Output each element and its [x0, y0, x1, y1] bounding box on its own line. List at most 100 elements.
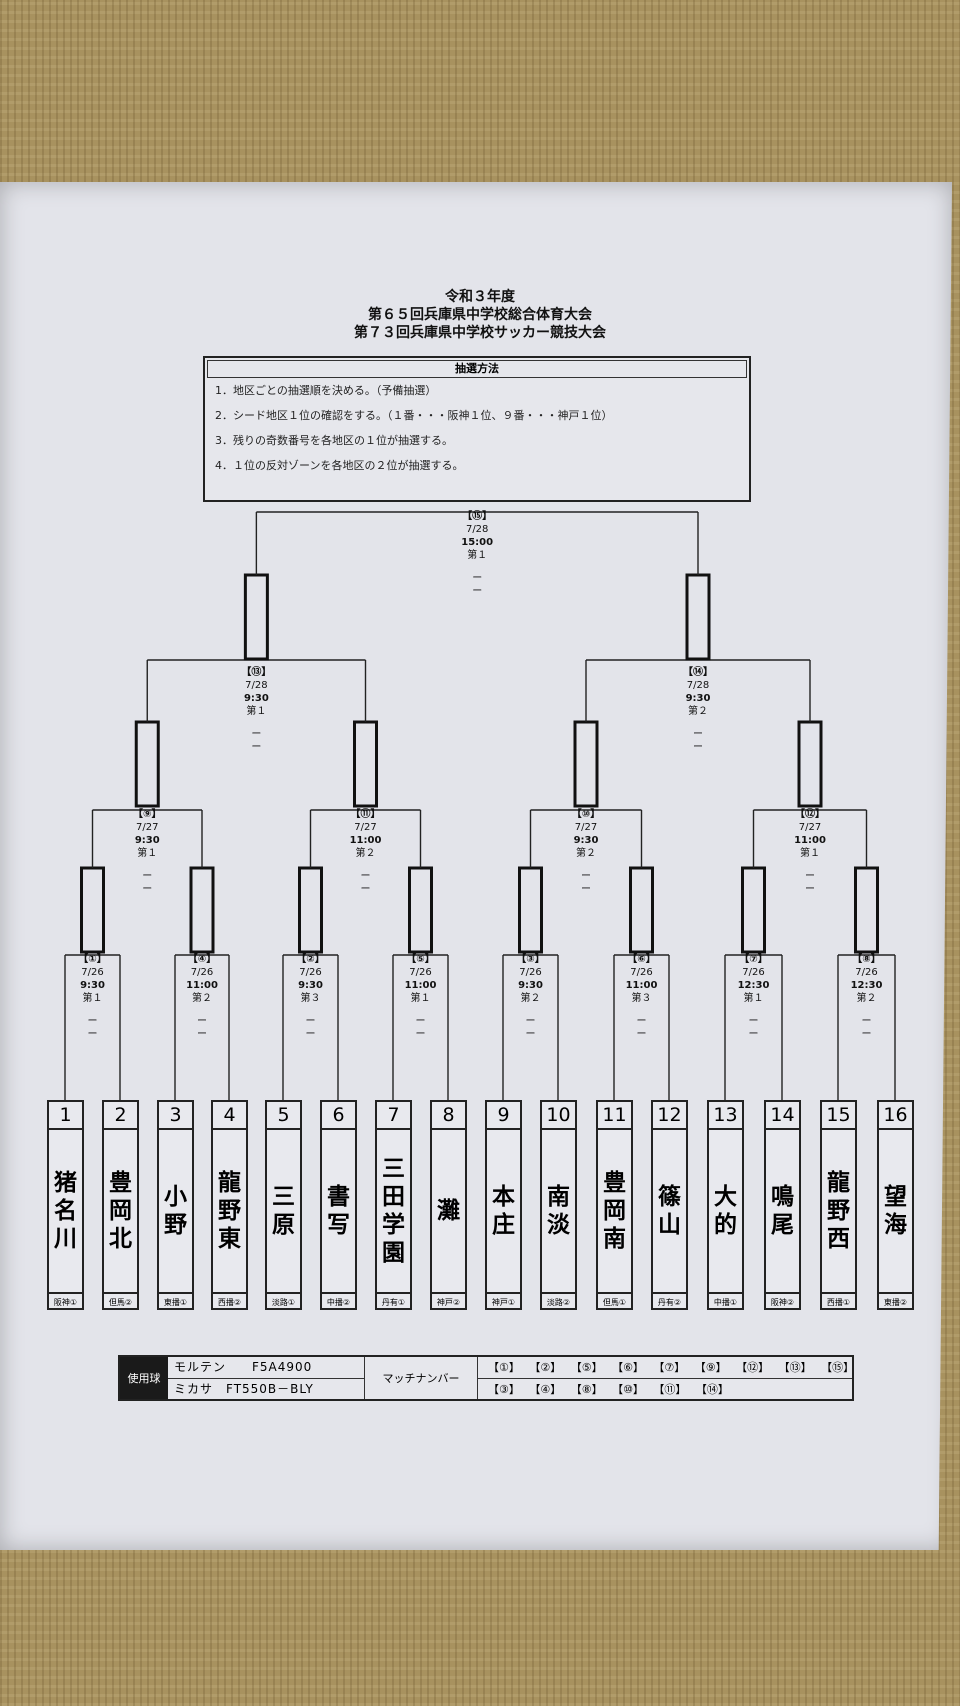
winner-box — [854, 866, 879, 954]
match-field: 第２ — [576, 846, 596, 859]
score-mark: ー — [749, 1029, 759, 1040]
team-number: 16 — [879, 1102, 912, 1130]
winner-box — [797, 720, 823, 808]
match-time: 9:30 — [518, 980, 543, 991]
score-mark: ー — [581, 884, 591, 895]
team-name: 望海 — [879, 1130, 912, 1294]
match-number: 【⑬】 — [241, 665, 271, 678]
winner-box — [685, 573, 711, 661]
match-time: 11:00 — [405, 980, 437, 991]
match-date: 7/26 — [409, 967, 431, 978]
winner-box — [189, 866, 215, 954]
match-date: 7/26 — [81, 967, 103, 978]
team-name: 書写 — [322, 1130, 355, 1294]
match-time: 15:00 — [461, 537, 493, 548]
match-time: 9:30 — [80, 980, 105, 991]
match-date: 7/26 — [191, 967, 213, 978]
match-field: 第２ — [521, 991, 541, 1004]
match-number: 【⑩】 — [572, 807, 600, 820]
team-number: 13 — [709, 1102, 742, 1130]
team-district: 中播② — [326, 1298, 351, 1307]
score-mark: ー — [581, 871, 591, 882]
match-number: 【⑥】 — [627, 952, 655, 965]
match-field: 第１ — [467, 548, 487, 561]
team-number: 3 — [159, 1102, 192, 1130]
match-field: 第３ — [632, 991, 652, 1004]
document-title: 令和３年度 第６５回兵庫県中学校総合体育大会 第７３回兵庫県中学校サッカー競技大… — [280, 288, 680, 342]
team-name: 篠山 — [653, 1130, 686, 1294]
team-name: 南淡 — [542, 1130, 575, 1294]
score-mark: ー — [693, 742, 703, 753]
match-time: 9:30 — [135, 835, 160, 846]
match-field: 第１ — [744, 991, 764, 1004]
title-era: 令和３年度 — [445, 289, 515, 305]
score-mark: ー — [88, 1029, 98, 1040]
match-field: 第３ — [301, 991, 321, 1004]
match-field: 第１ — [137, 846, 157, 859]
winner-box — [573, 720, 599, 808]
score-mark: ー — [472, 573, 482, 584]
draw-method-line-2: 2．シード地区１位の確認をする。（１番・・・阪神１位、９番・・・神戸１位） — [215, 409, 613, 422]
match-time: 12:30 — [851, 980, 883, 991]
match-number-heading: マッチナンバー — [365, 1357, 478, 1399]
match-number: 【①】 — [78, 952, 106, 965]
match-date: 7/27 — [575, 822, 597, 833]
team-number: 9 — [487, 1102, 520, 1130]
match-date: 7/27 — [136, 822, 158, 833]
match-date: 7/26 — [299, 967, 321, 978]
team-name: 三原 — [267, 1130, 300, 1294]
ball-brand-mikasa: ミカサ FT550B－BLY — [174, 1382, 314, 1396]
team-district: 但馬① — [602, 1298, 627, 1307]
team-district: 神戸① — [491, 1298, 516, 1307]
match-number: 【⑦】 — [739, 952, 767, 965]
score-mark: ー — [197, 1029, 207, 1040]
draw-method-box: 抽選方法 1．地区ごとの抽選順を決める。（予備抽選） 2．シード地区１位の確認を… — [203, 356, 751, 502]
team-name: 豊岡南 — [598, 1130, 631, 1294]
match-time: 11:00 — [626, 980, 658, 991]
score-mark: ー — [526, 1016, 536, 1027]
score-mark: ー — [637, 1016, 647, 1027]
match-field: 第２ — [192, 991, 212, 1004]
team-district: 東播② — [883, 1298, 908, 1307]
ball-brands: モルテン F5A4900 ミカサ FT550B－BLY — [168, 1357, 365, 1399]
team-district: 淡路② — [546, 1298, 571, 1307]
match-number: 【⑮】 — [462, 509, 492, 522]
match-date: 7/28 — [687, 680, 709, 691]
winner-box — [134, 720, 160, 808]
match-number-row-molten: 【①】 【②】 【⑤】 【⑥】 【⑦】 【⑨】 【⑫】 【⑬】 【⑮】 — [478, 1357, 854, 1379]
score-mark: ー — [306, 1016, 316, 1027]
team-number: 15 — [822, 1102, 855, 1130]
team-name: 灘 — [432, 1130, 465, 1294]
match-time: 9:30 — [244, 693, 269, 704]
team-district: 西播① — [826, 1298, 851, 1307]
match-number-row-mikasa: 【③】 【④】 【⑧】 【⑩】 【⑪】 【⑭】 — [488, 1383, 729, 1396]
team-name: 三田学園 — [377, 1130, 410, 1294]
title-tournament-1: 第６５回兵庫県中学校総合体育大会 — [368, 307, 592, 323]
team-name: 龍野西 — [822, 1130, 855, 1294]
draw-method-heading: 抽選方法 — [207, 360, 747, 378]
match-number: 【③】 — [516, 952, 544, 965]
score-mark: ー — [361, 884, 371, 895]
match-date: 7/26 — [630, 967, 652, 978]
team-name: 小野 — [159, 1130, 192, 1294]
match-number: 【⑫】 — [795, 807, 825, 820]
match-date: 7/26 — [519, 967, 541, 978]
score-mark: ー — [251, 729, 261, 740]
team-name: 大的 — [709, 1130, 742, 1294]
winner-box — [353, 720, 378, 808]
team-number: 1 — [49, 1102, 82, 1130]
team-district: 阪神② — [770, 1298, 795, 1307]
score-mark: ー — [416, 1016, 426, 1027]
team-district: 神戸② — [436, 1298, 461, 1307]
